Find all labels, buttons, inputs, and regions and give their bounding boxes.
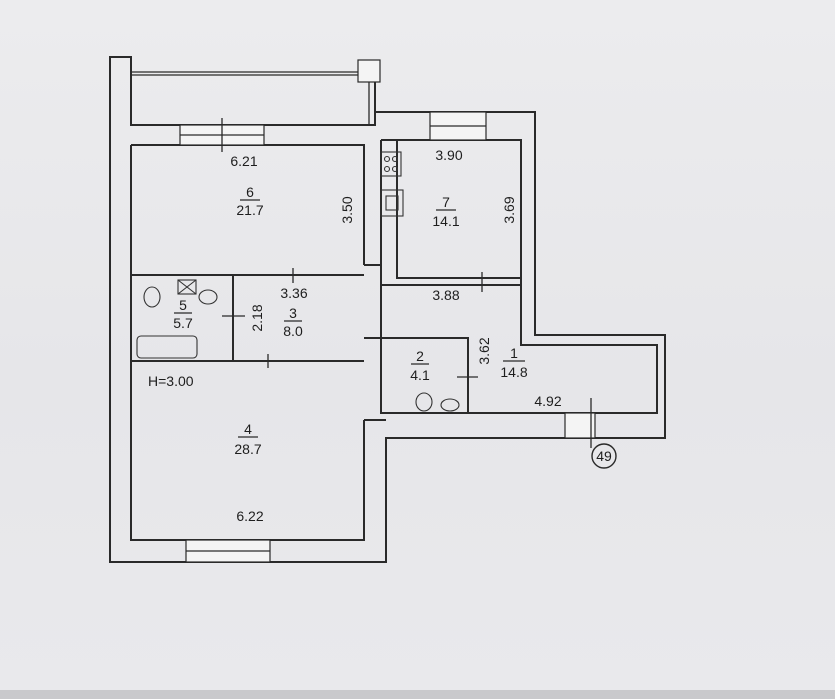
interior-walls (131, 140, 521, 421)
room3-number: 3 (289, 305, 297, 321)
room4-area: 28.7 (234, 441, 261, 457)
marker-label: 49 (596, 448, 612, 464)
entrance (564, 412, 596, 439)
wc-basin-icon (440, 398, 460, 412)
bathroom-fixtures (136, 279, 460, 412)
room7-depth-dim: 3.69 (501, 196, 517, 223)
marker-circle (591, 443, 617, 469)
windows (179, 111, 596, 563)
room1-corridor-dim: 4.92 (534, 393, 561, 409)
room1-area: 14.8 (500, 364, 527, 380)
ceiling-height: H=3.00 (148, 373, 194, 389)
bottom-strip (0, 690, 835, 699)
kitchen-fixtures (380, 151, 404, 217)
room2-area: 4.1 (410, 367, 430, 383)
room7-area: 14.1 (432, 213, 459, 229)
room2-number: 2 (416, 348, 424, 364)
room6-number: 6 (246, 184, 254, 200)
room7-width-dim: 3.90 (435, 147, 462, 163)
room5-area: 5.7 (173, 315, 193, 331)
room6-width-dim: 6.21 (230, 153, 257, 169)
room3-width-dim: 3.36 (280, 285, 307, 301)
balcony-post (357, 59, 381, 83)
room3-area: 8.0 (283, 323, 303, 339)
room6-depth-dim: 3.50 (339, 196, 355, 223)
door-marks (222, 268, 483, 378)
room3-depth-dim: 2.18 (249, 304, 265, 331)
bathtub-icon (136, 335, 198, 359)
wc-toilet-icon (415, 392, 433, 412)
toilet-icon (143, 286, 161, 308)
room1-depth-dim: 3.62 (476, 337, 492, 364)
room1-number: 1 (510, 345, 518, 361)
stove-icon (380, 151, 402, 177)
room1-width-dim: 3.88 (432, 287, 459, 303)
room4-number: 4 (244, 421, 252, 437)
room4-width-dim: 6.22 (236, 508, 263, 524)
room6-area: 21.7 (236, 202, 263, 218)
washer-icon (177, 279, 197, 295)
basin-icon (198, 289, 218, 305)
room5-number: 5 (179, 297, 187, 313)
sink-icon (380, 189, 404, 217)
room7-number: 7 (442, 194, 450, 210)
